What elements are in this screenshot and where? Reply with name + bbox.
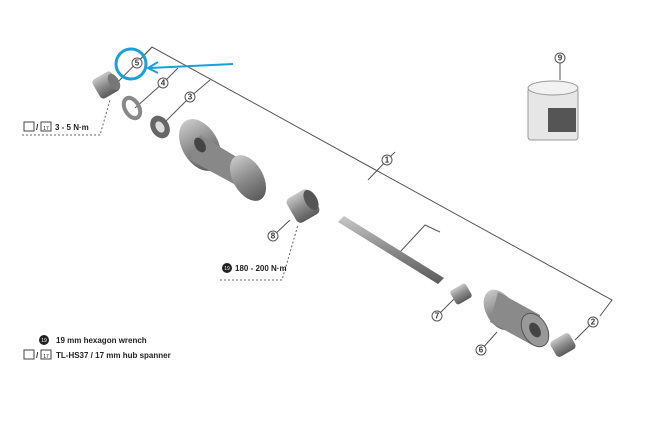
- svg-text:4: 4: [161, 79, 166, 88]
- hub-body: [179, 119, 267, 201]
- svg-text:1: 1: [385, 156, 390, 165]
- spanner-icon: [40, 349, 52, 360]
- svg-text:19 mm hexagon wrench: 19 mm hexagon wrench: [56, 336, 147, 345]
- grease-jar: [527, 80, 579, 141]
- svg-text:/: /: [36, 123, 39, 132]
- svg-text:5: 5: [135, 59, 140, 68]
- hex-key-icon: [23, 121, 35, 132]
- bearing: [150, 115, 170, 139]
- svg-text:/: /: [36, 351, 39, 360]
- callout-8: 8: [267, 230, 279, 242]
- callout-markers: 5 4 3 1 9 8 7 6 2: [131, 52, 599, 356]
- svg-text:9: 9: [558, 54, 563, 63]
- torque-label-cap: / 17 3 - 5 N·m: [23, 121, 89, 132]
- freehub-body: [483, 289, 550, 348]
- spanner-icon: [40, 121, 52, 132]
- callout-5: 5: [131, 57, 143, 69]
- washer: [121, 95, 143, 121]
- callout-2: 2: [587, 316, 599, 328]
- hex-wrench-icon: [39, 335, 49, 345]
- hex-key-icon: [23, 349, 35, 360]
- callout-9: 9: [554, 52, 566, 64]
- highlight-circle: [114, 47, 148, 81]
- svg-text:17: 17: [43, 354, 49, 360]
- svg-text:3: 3: [188, 93, 193, 102]
- tool-legend: 19 19 mm hexagon wrench / 17 TL-HS37 / 1…: [23, 335, 171, 360]
- torque-label-nut: 19 180 - 200 N·m: [222, 263, 287, 273]
- spacer: [450, 283, 472, 305]
- svg-text:180 - 200 N·m: 180 - 200 N·m: [235, 264, 287, 273]
- svg-text:19: 19: [224, 266, 230, 272]
- torque-dashed-lines: [22, 99, 299, 281]
- callout-4: 4: [157, 77, 169, 89]
- svg-text:19: 19: [41, 338, 47, 344]
- end-cap-right: [550, 333, 576, 357]
- highlight-arrow: [145, 61, 234, 74]
- svg-text:3 - 5 N·m: 3 - 5 N·m: [55, 123, 89, 132]
- svg-text:17: 17: [43, 126, 49, 132]
- svg-text:TL-HS37 / 17 mm hub spanner: TL-HS37 / 17 mm hub spanner: [56, 351, 171, 360]
- callout-7: 7: [431, 310, 443, 322]
- callout-3: 3: [184, 91, 196, 103]
- svg-text:2: 2: [591, 318, 596, 327]
- svg-text:7: 7: [435, 312, 440, 321]
- lock-nut: [286, 189, 320, 223]
- callout-1: 1: [381, 154, 393, 166]
- svg-text:8: 8: [271, 232, 276, 241]
- svg-text:6: 6: [479, 346, 484, 355]
- callout-6: 6: [475, 344, 487, 356]
- axle: [338, 216, 444, 284]
- end-cap-left: [92, 71, 121, 99]
- hex-wrench-icon: [222, 263, 232, 273]
